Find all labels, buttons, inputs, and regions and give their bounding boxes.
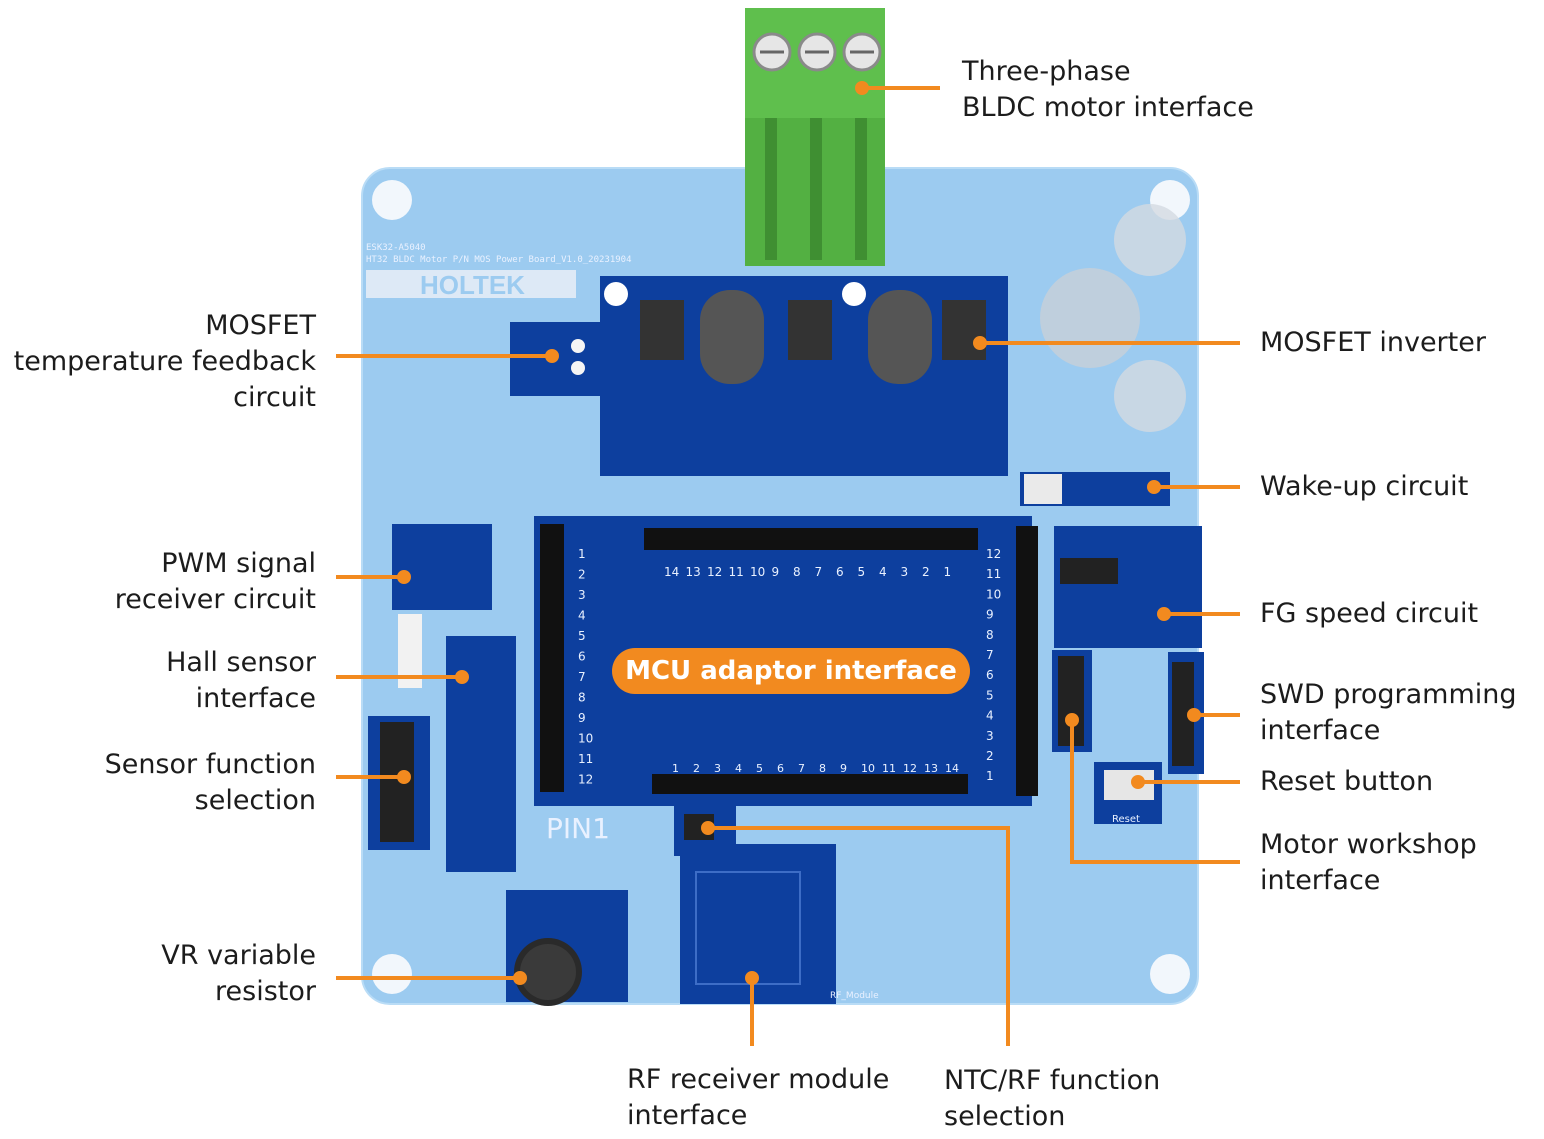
header-pin-number: 6 <box>578 650 586 664</box>
callout-sensor-selection: Sensor function selection <box>104 749 316 816</box>
header-pin-number: 4 <box>879 565 887 579</box>
header-pin-number: 10 <box>861 762 875 775</box>
header-pin-number: 2 <box>693 762 700 775</box>
header-pin-number: 11 <box>882 762 896 775</box>
brand-logo: HOLTEK <box>420 270 525 300</box>
header-pin-number: 5 <box>858 565 866 579</box>
header-pin-number: 7 <box>986 648 994 662</box>
header-pin-number: 3 <box>986 729 994 743</box>
rf-module-silk: RF_Module <box>830 991 879 1001</box>
board-model: ESK32-A5040 <box>366 243 426 253</box>
header-pin-number: 3 <box>578 588 586 602</box>
header-pin-number: 3 <box>901 565 909 579</box>
fg-speed-region <box>1054 526 1202 648</box>
mounting-hole-icon <box>372 180 412 220</box>
mounting-hole-icon <box>1150 954 1190 994</box>
header-pin-number: 2 <box>922 565 930 579</box>
leader-lines <box>336 81 1240 1046</box>
header-pin-number: 5 <box>578 629 586 643</box>
header-pin-number: 7 <box>798 762 805 775</box>
header-pin-number: 6 <box>986 668 994 682</box>
callout-rf-receiver: RF receiver module interface <box>627 1064 890 1131</box>
callout-mosfet-temperature: MOSFET temperature feedback circuit <box>13 310 316 413</box>
header-pin-number: 9 <box>840 762 847 775</box>
header-pin-number: 12 <box>903 762 917 775</box>
hall-sensor-region <box>446 636 516 872</box>
reset-silk: Reset <box>1112 814 1140 825</box>
header-pin-number: 4 <box>578 609 586 623</box>
header-pin-number: 2 <box>578 568 586 582</box>
header-pin-number: 1 <box>578 547 586 561</box>
header-pin-number: 8 <box>578 691 586 705</box>
header-pin-number: 8 <box>819 762 826 775</box>
header-pin-number: 14 <box>945 762 959 775</box>
callout-wake-up: Wake-up circuit <box>1260 471 1469 502</box>
pwm-receiver-region <box>392 524 492 610</box>
header-pin-number: 10 <box>750 565 765 579</box>
header-pin-number: 5 <box>986 688 994 702</box>
header-pin-number: 7 <box>578 670 586 684</box>
header-pin-number: 9 <box>772 565 780 579</box>
callout-hall-sensor: Hall sensor interface <box>166 647 316 714</box>
header-pin-number: 11 <box>986 567 1001 581</box>
header-pin-number: 6 <box>836 565 844 579</box>
callout-ntc-rf: NTC/RF function selection <box>944 1065 1161 1132</box>
header-pin-number: 1 <box>672 762 679 775</box>
header-pin-number: 7 <box>815 565 823 579</box>
header-pin-number: 14 <box>664 565 679 579</box>
callout-reset: Reset button <box>1260 766 1434 797</box>
header-pin-number: 10 <box>986 587 1001 601</box>
header-pin-number: 1 <box>944 565 952 579</box>
callout-fg-speed: FG speed circuit <box>1260 598 1479 629</box>
brand-plate <box>366 270 576 298</box>
header-pin-number: 11 <box>578 752 593 766</box>
board-name: HT32 BLDC Motor P/N MOS Power Board_V1.0… <box>366 255 632 265</box>
header-pin-number: 2 <box>986 749 994 763</box>
header-pin-number: 4 <box>986 709 994 723</box>
header-pin-number: 9 <box>578 711 586 725</box>
header-pin-number: 12 <box>986 547 1001 561</box>
header-pin-number: 13 <box>924 762 938 775</box>
header-pin-number: 13 <box>686 565 701 579</box>
callout-pwm: PWM signal receiver circuit <box>114 548 316 615</box>
three-phase-terminal-block <box>745 8 885 266</box>
mounting-hole-icon <box>372 954 412 994</box>
callout-swd: SWD programming interface <box>1260 679 1517 746</box>
header-pin-number: 8 <box>986 628 994 642</box>
mcu-adaptor-label: MCU adaptor interface <box>612 648 970 694</box>
header-pin-number: 4 <box>735 762 742 775</box>
header-pin-number: 12 <box>707 565 722 579</box>
header-pin-number: 3 <box>714 762 721 775</box>
callout-mosfet-inverter: MOSFET inverter <box>1260 327 1486 358</box>
header-right-numbers: 12 11 10 9 8 7 6 5 4 3 2 1 <box>986 547 1001 783</box>
callout-vr: VR variable resistor <box>161 940 316 1007</box>
pin1-silk: PIN1 <box>546 812 610 845</box>
header-pin-number: 12 <box>578 773 593 787</box>
header-pin-number: 9 <box>986 608 994 622</box>
mosfet-inverter-module <box>600 276 1008 476</box>
callout-three-phase: Three-phase BLDC motor interface <box>962 56 1254 123</box>
header-pin-number: 8 <box>793 565 801 579</box>
header-pin-number: 1 <box>986 769 994 783</box>
header-pin-number: 5 <box>756 762 763 775</box>
header-pin-number: 11 <box>729 565 744 579</box>
callout-motor-workshop: Motor workshop interface <box>1260 829 1477 896</box>
header-pin-number: 10 <box>578 732 593 746</box>
header-pin-number: 6 <box>777 762 784 775</box>
